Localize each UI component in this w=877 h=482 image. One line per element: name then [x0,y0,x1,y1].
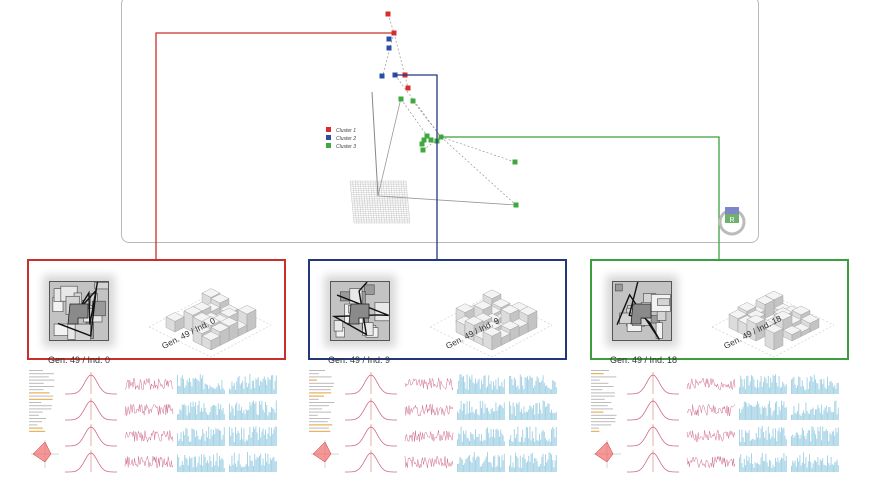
cluster-marker[interactable] [419,141,425,147]
cluster-marker[interactable] [512,159,518,165]
cluster-marker[interactable] [421,137,427,143]
isometric-model-image [711,290,835,357]
cluster-marker[interactable] [386,36,392,42]
legend-label: Cluster 3 [336,144,356,150]
r-component-widget[interactable]: R [718,207,746,236]
connector-green [441,136,720,259]
axis-line [377,97,402,197]
analysis-dashboard [589,366,876,478]
cluster-marker[interactable] [410,98,416,104]
cluster-marker[interactable] [428,137,434,143]
viewport-frame[interactable] [121,0,759,243]
cluster-marker[interactable] [385,11,391,17]
result-panel-blue[interactable] [308,259,567,360]
legend-swatch [326,143,331,148]
floor-plan-image [330,281,395,341]
r-component-icon: R [729,217,734,224]
isometric-model-image [429,289,553,357]
connector-red [155,32,394,259]
isometric-model-image [148,288,272,357]
cluster-markers[interactable] [379,11,519,208]
plan-label: Gen. 49 / Ind. 0 [48,355,111,365]
legend: Cluster 1 Cluster 2 Cluster 3 [326,127,356,150]
cluster-marker[interactable] [424,133,430,139]
floor-plan-image [612,281,672,341]
cluster-marker[interactable] [379,73,385,79]
result-panel-green[interactable] [590,259,849,360]
plan-label: Gen. 49 / Ind. 18 [610,355,678,365]
legend-label: Cluster 1 [336,128,356,134]
cluster-marker[interactable] [405,85,411,91]
floor-plan-image [49,281,114,342]
result-panel-red[interactable] [27,259,286,360]
cluster-marker[interactable] [420,147,426,153]
axis-line [377,195,517,206]
cluster-links [382,13,517,206]
cluster-marker[interactable] [386,45,392,51]
cluster-marker[interactable] [513,202,519,208]
connector-blue [395,74,438,259]
ground-grid [349,180,411,224]
legend-swatch [326,127,331,132]
cluster-marker[interactable] [398,96,404,102]
plan-label: Gen. 49 / Ind. 9 [328,355,391,365]
axis-line [371,91,379,197]
legend-label: Cluster 2 [336,136,356,142]
legend-swatch [326,135,331,140]
analysis-dashboard [307,366,594,478]
analysis-dashboard [27,366,314,478]
